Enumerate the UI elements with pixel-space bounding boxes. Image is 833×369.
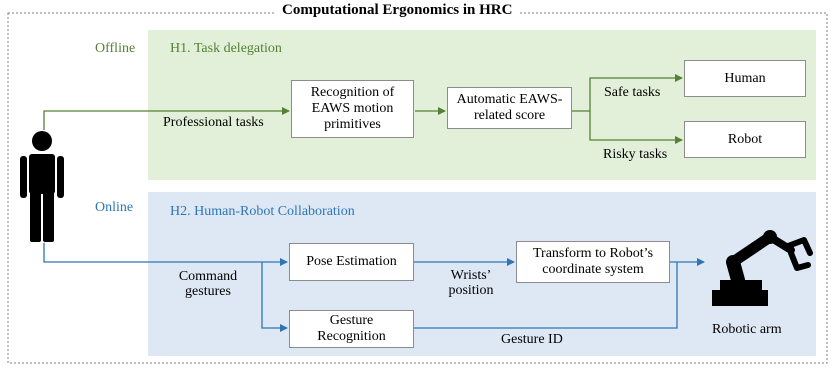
gesture-recognition-line1: Gesture	[329, 313, 374, 328]
command-gestures-label: Command gestures	[172, 269, 244, 299]
robotic-arm-icon	[712, 230, 813, 306]
transform-box: Transform to Robot’s coordinate system	[516, 241, 670, 283]
robot-box: Robot	[684, 121, 806, 158]
gesture-recognition-line2: Recognition	[317, 329, 386, 344]
robotic-arm-label: Robotic arm	[712, 322, 782, 337]
eaws-score-box: Automatic EAWS-related score	[447, 87, 572, 129]
command-gestures-line1: Command	[178, 269, 238, 284]
pose-estimation-text: Pose Estimation	[306, 254, 397, 269]
robot-text: Robot	[727, 131, 763, 147]
gesture-id-label: Gesture ID	[501, 332, 563, 347]
hrc-title: H2. Human-Robot Collaboration	[170, 204, 355, 219]
wrists-position-line1: Wrists’	[450, 268, 492, 283]
transform-line1: Transform to Robot’s	[532, 246, 654, 261]
wrists-position-label: Wrists’ position	[438, 268, 504, 298]
eaws-score-text: Automatic EAWS-related score	[456, 92, 563, 123]
pose-estimation-box: Pose Estimation	[289, 243, 414, 281]
human-text: Human	[724, 70, 766, 86]
online-mode-label: Online	[95, 200, 134, 215]
risky-tasks-label: Risky tasks	[603, 147, 668, 162]
online-connectors	[43, 243, 705, 332]
command-gestures-line2: gestures	[185, 284, 231, 299]
eaws-recognition-box: Recognition of EAWS motion primitives	[291, 80, 414, 138]
diagram-title: Computational Ergonomics in HRC	[276, 3, 519, 18]
online-panel	[148, 192, 816, 356]
professional-tasks-label: Professional tasks	[163, 115, 264, 130]
wrists-position-line2: position	[448, 283, 494, 298]
task-delegation-title: H1. Task delegation	[170, 41, 282, 56]
transform-line2: coordinate system	[542, 262, 644, 277]
offline-connectors	[43, 74, 683, 144]
eaws-recognition-text: Recognition of EAWS motion primitives	[310, 85, 395, 132]
gesture-recognition-box: Gesture Recognition	[289, 310, 414, 348]
person-icon	[20, 131, 64, 242]
offline-mode-label: Offline	[95, 41, 136, 56]
safe-tasks-label: Safe tasks	[604, 85, 661, 100]
human-box: Human	[684, 60, 806, 97]
